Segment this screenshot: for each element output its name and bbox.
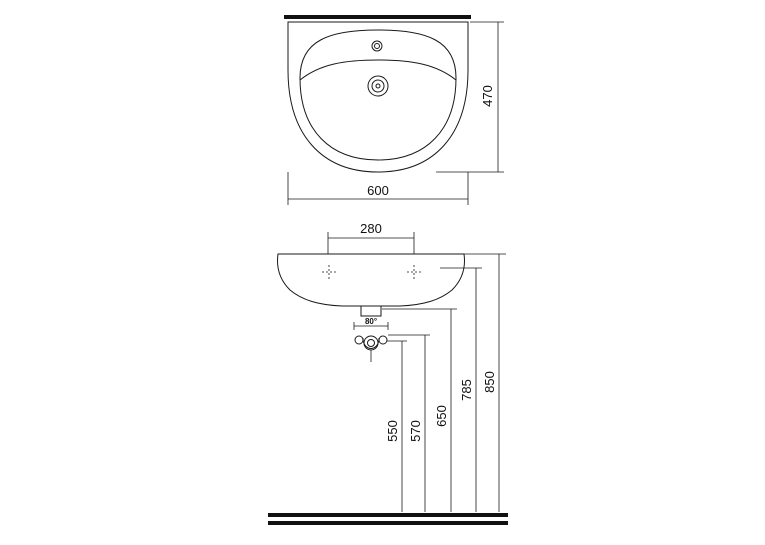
depth-label: 470 [480, 85, 495, 107]
tap-hole-icon [371, 40, 383, 52]
left-tap-marker-icon [322, 265, 336, 279]
height-label-650: 650 [434, 405, 449, 427]
basin-outer-outline [287, 21, 469, 173]
width-dimension [287, 172, 469, 205]
height-label-850: 850 [482, 371, 497, 393]
height-dimension-lines [382, 253, 506, 512]
basin-front-profile [277, 253, 465, 307]
tap-spacing-label: 280 [360, 221, 382, 236]
angle-label: 80° [365, 317, 377, 326]
basin-ledge-line [299, 59, 457, 81]
depth-dimension [436, 21, 504, 173]
height-label-785: 785 [459, 379, 474, 401]
siphon-trap-icon [354, 335, 388, 362]
drain-icon [367, 75, 389, 97]
basin-inner-bowl [299, 29, 457, 161]
top-wall-bar [284, 15, 471, 19]
top-view: 600 470 [284, 15, 504, 205]
floor-bars [268, 513, 508, 525]
tap-spacing-dimension [327, 232, 415, 254]
height-label-570: 570 [408, 420, 423, 442]
width-label: 600 [367, 183, 389, 198]
right-tap-marker-icon [407, 265, 421, 279]
side-view: 280 80° [268, 221, 508, 525]
height-label-550: 550 [385, 420, 400, 442]
waste-outlet [360, 305, 382, 317]
angle-dimension [353, 322, 389, 330]
